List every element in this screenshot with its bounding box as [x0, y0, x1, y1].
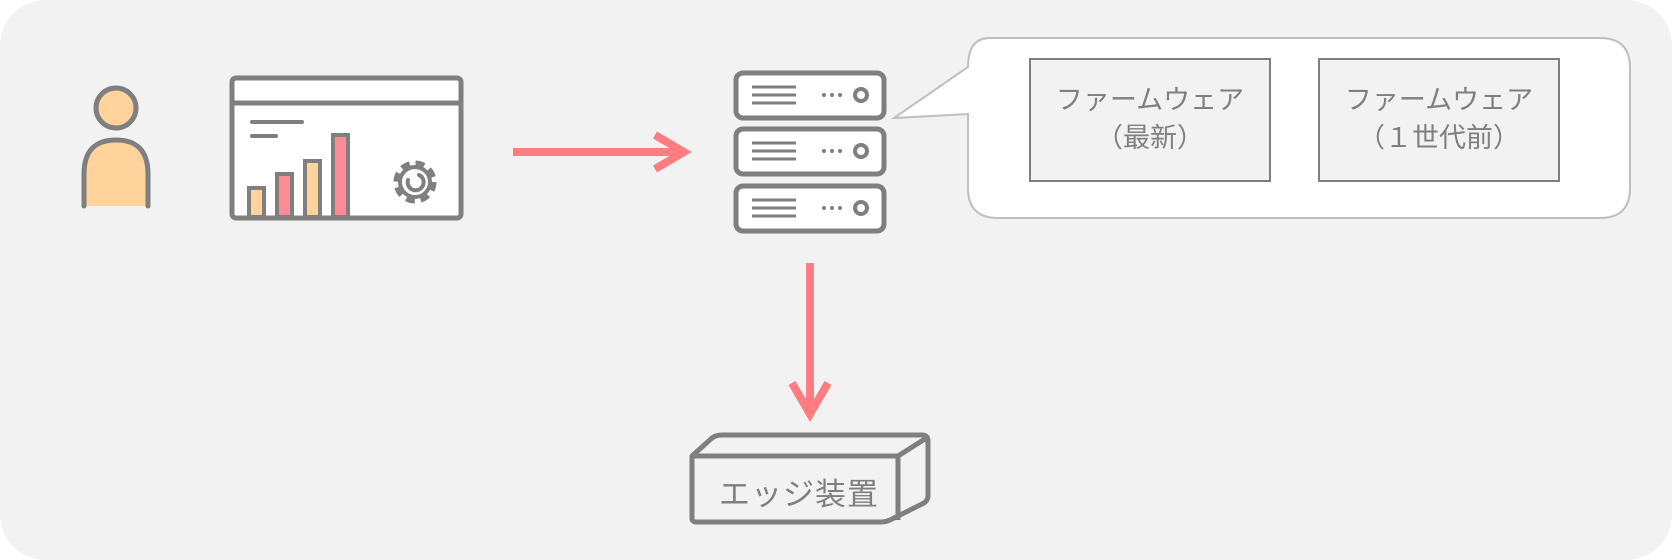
bar-chart-icon — [247, 133, 350, 219]
firmware-latest-box: ファームウェア （最新） — [1029, 58, 1271, 182]
firmware-previous-title: ファームウェア — [1344, 85, 1534, 116]
server-icon — [733, 70, 887, 234]
arrow-down-icon — [788, 263, 832, 422]
arrow-right-icon — [513, 131, 692, 173]
gear-icon — [393, 160, 437, 204]
firmware-previous-box: ファームウェア （１世代前） — [1318, 58, 1560, 182]
edge-device-icon — [689, 432, 931, 525]
firmware-previous-subtitle: （１世代前） — [1358, 123, 1520, 154]
firmware-latest-subtitle: （最新） — [1096, 123, 1204, 154]
user-icon — [81, 85, 151, 209]
dashboard-window-icon — [229, 75, 464, 221]
firmware-latest-title: ファームウェア — [1055, 85, 1245, 116]
edge-device-label: エッジ装置 — [719, 476, 879, 513]
